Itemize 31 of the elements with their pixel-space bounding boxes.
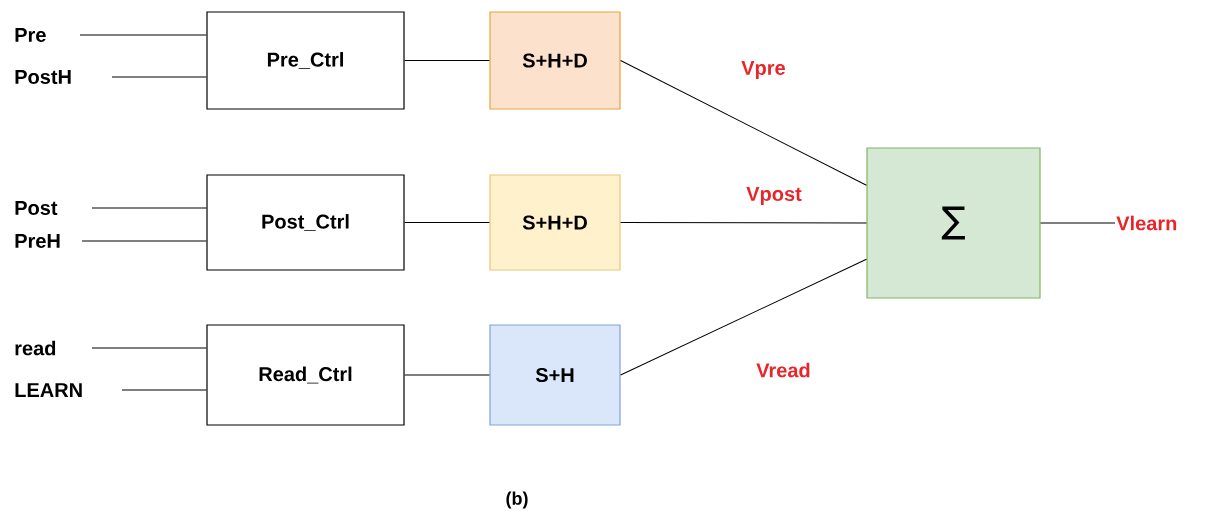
signal-label: Vpost bbox=[745, 186, 803, 206]
block-box: Read_Ctrl bbox=[206, 324, 405, 426]
connector-line bbox=[91, 347, 207, 349]
connector-line bbox=[91, 207, 207, 209]
caption: (b) bbox=[506, 491, 528, 509]
output-label: Vlearn bbox=[1116, 215, 1177, 231]
signal-label: Vread bbox=[755, 361, 812, 379]
connector-line bbox=[404, 222, 490, 223]
connector-line bbox=[404, 60, 490, 61]
block-box: S+H+D bbox=[489, 11, 621, 110]
connector-line bbox=[79, 34, 207, 36]
connector-line bbox=[404, 374, 490, 376]
block-box: Pre_Ctrl bbox=[206, 11, 405, 110]
input-label: Post bbox=[15, 201, 58, 215]
input-label: Pre bbox=[15, 28, 46, 42]
connector-line bbox=[1040, 222, 1116, 224]
connector-line bbox=[81, 240, 207, 242]
block-box: S+H bbox=[489, 324, 621, 426]
connector-line bbox=[620, 60, 867, 186]
connector-line bbox=[121, 389, 207, 391]
input-label: LEARN bbox=[15, 383, 82, 397]
signal-label: Vpre bbox=[740, 60, 787, 80]
block-box: S+H+D bbox=[489, 174, 621, 271]
connector-line bbox=[620, 222, 867, 224]
input-label: read bbox=[15, 340, 56, 356]
summation-box: ∑ bbox=[866, 147, 1041, 299]
block-box: Post_Ctrl bbox=[206, 174, 405, 271]
connector-line bbox=[111, 76, 207, 78]
input-label: PostH bbox=[15, 70, 71, 84]
input-label: PreH bbox=[15, 234, 60, 248]
connector-line bbox=[620, 258, 867, 376]
